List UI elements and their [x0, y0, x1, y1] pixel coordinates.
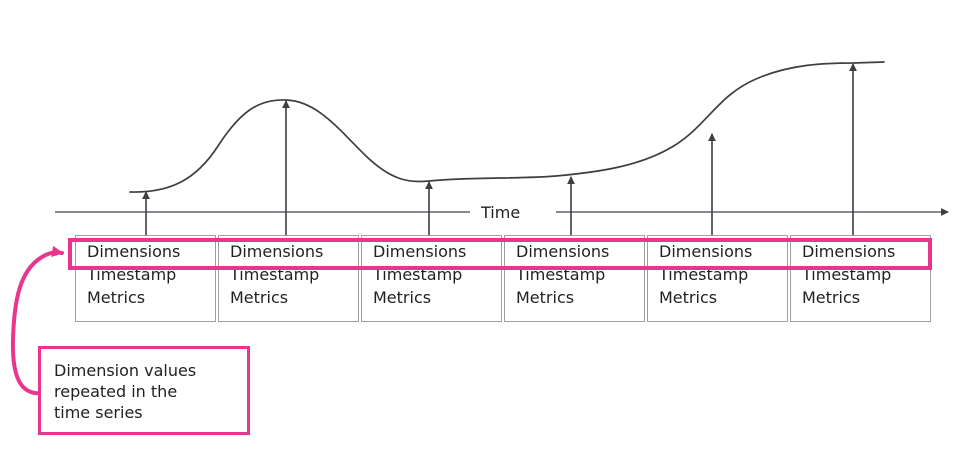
callout-connector-arrow: [10, 245, 64, 396]
record-field-metrics: Metrics: [87, 288, 146, 307]
record-field-timestamp: Timestamp: [230, 265, 320, 284]
record-field-dimensions: Dimensions: [802, 242, 896, 261]
record-field-metrics: Metrics: [659, 288, 718, 307]
timeseries-record-box[interactable]: Dimensions Timestamp Metrics: [361, 235, 502, 322]
record-field-metrics: Metrics: [373, 288, 432, 307]
metric-curve: [129, 61, 885, 193]
record-field-timestamp: Timestamp: [87, 265, 177, 284]
record-field-dimensions: Dimensions: [516, 242, 610, 261]
record-field-metrics: Metrics: [802, 288, 861, 307]
record-field-dimensions: Dimensions: [373, 242, 467, 261]
record-field-metrics: Metrics: [516, 288, 575, 307]
timeseries-record-box[interactable]: Dimensions Timestamp Metrics: [218, 235, 359, 322]
record-field-timestamp: Timestamp: [659, 265, 749, 284]
callout-text: Dimension values repeated in the time se…: [54, 361, 197, 422]
timeseries-record-box[interactable]: Dimensions Timestamp Metrics: [75, 235, 216, 322]
timeseries-record-box[interactable]: Dimensions Timestamp Metrics: [790, 235, 931, 322]
sample-arrows: [142, 63, 857, 243]
time-axis-label: Time: [474, 203, 528, 222]
timeseries-record-box[interactable]: Dimensions Timestamp Metrics: [647, 235, 788, 322]
timeseries-record-box[interactable]: Dimensions Timestamp Metrics: [504, 235, 645, 322]
callout-box: Dimension values repeated in the time se…: [38, 346, 250, 435]
record-field-metrics: Metrics: [230, 288, 289, 307]
record-field-dimensions: Dimensions: [659, 242, 753, 261]
record-field-dimensions: Dimensions: [87, 242, 181, 261]
record-field-timestamp: Timestamp: [516, 265, 606, 284]
record-field-dimensions: Dimensions: [230, 242, 324, 261]
record-field-timestamp: Timestamp: [373, 265, 463, 284]
record-field-timestamp: Timestamp: [802, 265, 892, 284]
